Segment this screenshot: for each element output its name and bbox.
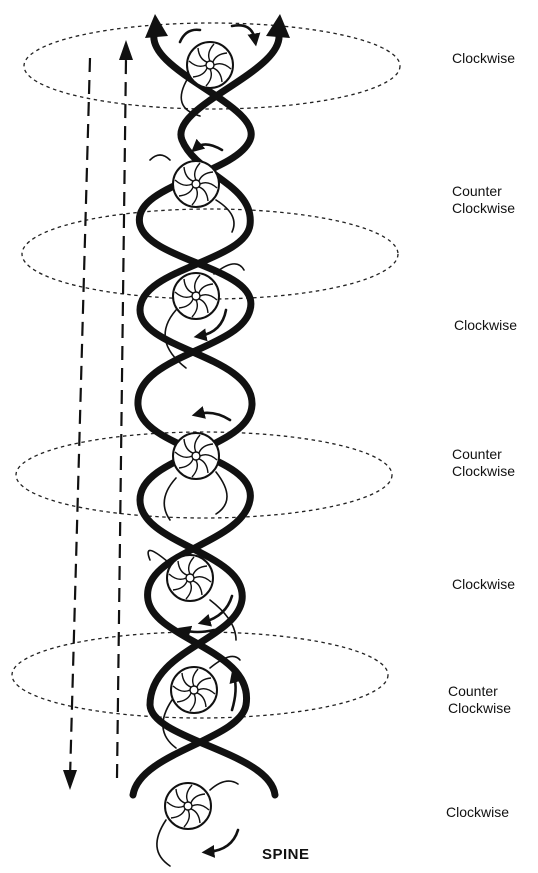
vortex-group <box>147 24 261 867</box>
vortex-tail-5b <box>209 599 237 641</box>
rotation-label-3: Clockwise <box>454 317 517 334</box>
vortex-spiral-icon <box>170 666 218 714</box>
rotation-arrow-icon <box>201 828 240 858</box>
rotation-arrow-icon <box>193 308 228 342</box>
flow-arrow-icon-down <box>68 57 92 779</box>
rotation-plane-3 <box>15 431 393 519</box>
rotation-label-text: Clockwise <box>452 50 516 66</box>
vortex-spiral-icon <box>172 272 220 320</box>
vortex-tail-6b <box>209 655 241 669</box>
vortex-tail-3 <box>164 309 187 369</box>
rotation-arrow-icon <box>178 28 202 44</box>
flow-arrow-icon-up <box>115 57 128 779</box>
rotation-label-1: Clockwise <box>452 50 515 67</box>
rotation-label-text: Clockwise <box>452 463 516 479</box>
rotation-label-2: Counter Clockwise <box>452 183 515 217</box>
vortex-tail-4b <box>163 477 177 521</box>
vortex-tail-7 <box>156 819 171 867</box>
vortex-tail-2b <box>149 154 171 161</box>
rotation-label-text: Clockwise <box>446 804 510 820</box>
vortex-tail-2 <box>215 199 235 233</box>
rotation-label-4: Counter Clockwise <box>452 446 515 480</box>
rotation-label-text: Counter <box>448 683 498 699</box>
rotation-label-text: Clockwise <box>452 576 516 592</box>
rotation-label-text: Clockwise <box>454 317 518 333</box>
rotation-plane-2 <box>21 208 399 300</box>
rotation-label-text: Clockwise <box>452 200 516 216</box>
helix-strand-a <box>129 26 255 799</box>
rotation-arrow-icon <box>230 24 261 47</box>
vortex-tail-6 <box>162 699 177 749</box>
vortex-spiral-icon <box>172 160 220 208</box>
rotation-label-text: Counter <box>452 446 502 462</box>
rotation-plane-group <box>11 22 401 719</box>
rotation-arrow-icon <box>191 406 232 422</box>
vortex-tail-7b <box>209 780 239 791</box>
vortex-spiral-icon <box>172 432 220 480</box>
vortex-spiral-icon <box>164 782 212 830</box>
rotation-arrow-icon <box>197 594 234 627</box>
vortex-tail-1 <box>180 77 201 117</box>
rotation-arrow-icon <box>177 625 216 639</box>
rotation-plane-1 <box>23 22 401 110</box>
rotation-label-7: Clockwise <box>446 804 509 821</box>
strand-b-arrow <box>266 14 290 38</box>
vortex-tail-3b <box>213 263 245 275</box>
spine-label: SPINE <box>262 846 310 863</box>
rotation-label-6: Counter Clockwise <box>448 683 511 717</box>
rotation-arrow-icon <box>229 669 243 712</box>
rotation-label-text: Counter <box>452 183 502 199</box>
strand-a-arrow <box>145 14 168 38</box>
rotation-label-5: Clockwise <box>452 576 515 593</box>
vortex-tail-5 <box>147 549 169 563</box>
vortex-tail-4 <box>215 471 228 515</box>
flow-arrow-down-head <box>63 770 77 790</box>
vortex-spiral-icon <box>186 41 234 89</box>
rotation-arrow-icon <box>191 138 224 153</box>
vertical-flow-arrows <box>63 40 133 790</box>
rotation-plane-4 <box>11 631 389 719</box>
vortex-spiral-icon <box>166 554 214 602</box>
flow-arrow-up-head <box>119 40 133 60</box>
rotation-label-text: Clockwise <box>448 700 512 716</box>
